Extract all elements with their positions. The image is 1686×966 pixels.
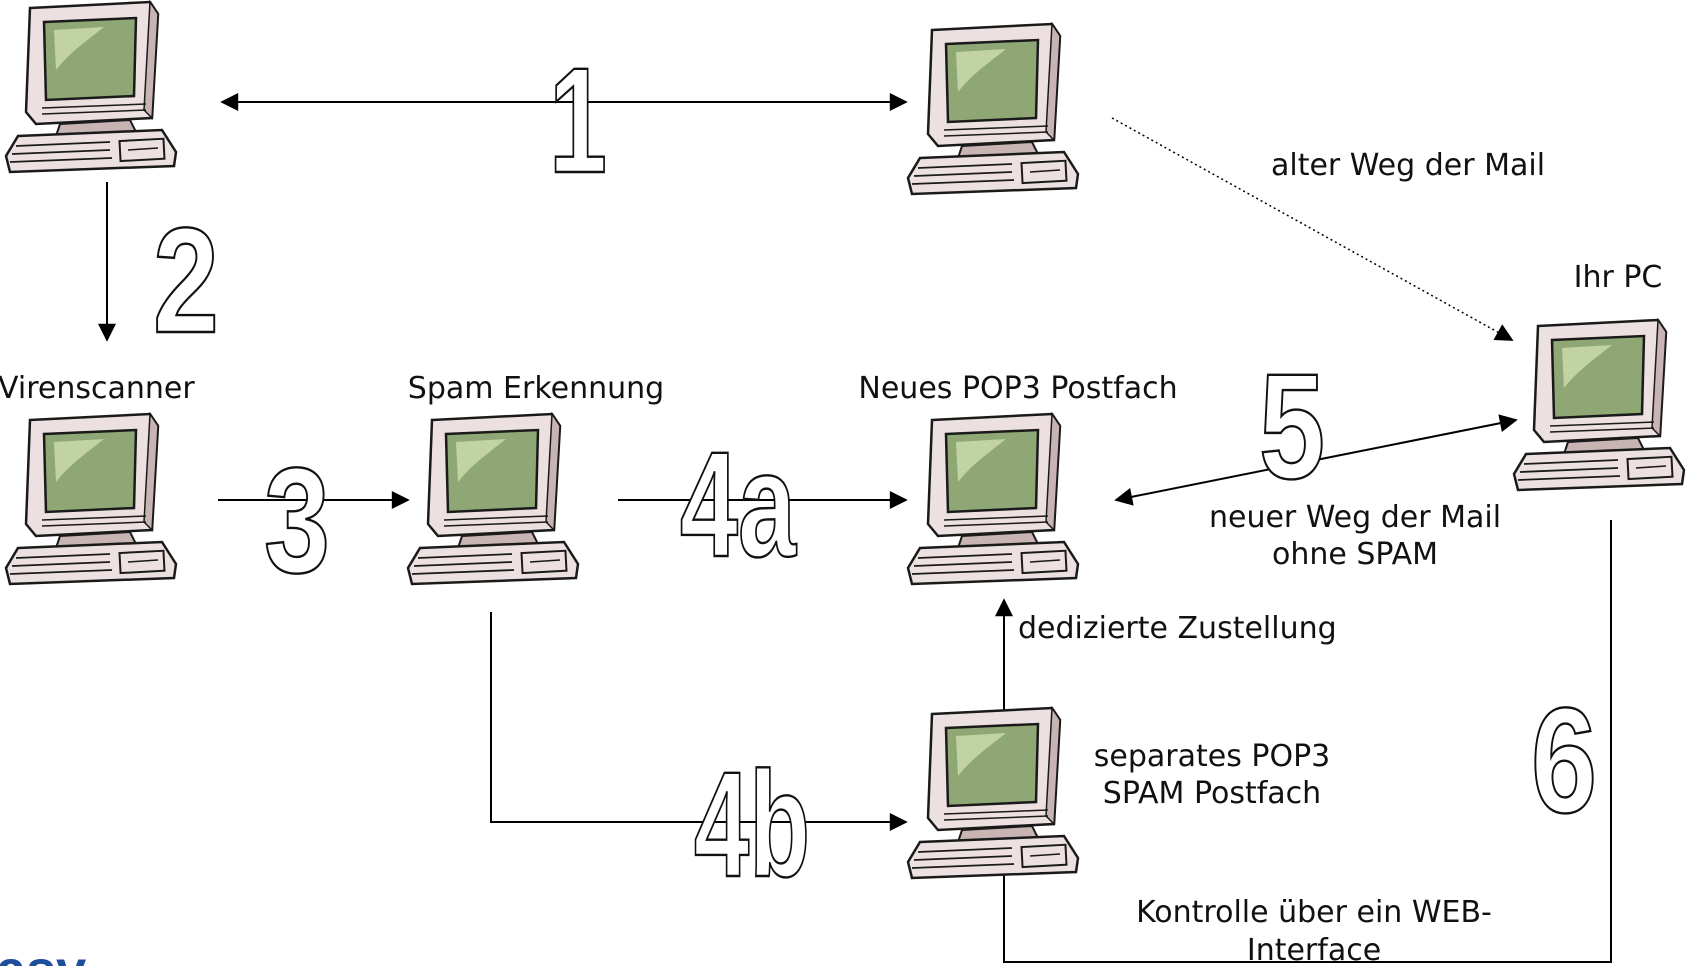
neuer-weg-label-line2: ohne SPAM	[1272, 537, 1438, 572]
computer-spam-erkennung-icon	[406, 412, 580, 586]
separates-pop3-label-line2: SPAM Postfach	[1103, 776, 1321, 811]
step-2-number: 2	[153, 196, 219, 364]
kontrolle-label-line2: Interface	[1247, 933, 1381, 966]
arrow-4b-connection	[490, 612, 908, 831]
separates-pop3-label-line1: separates POP3	[1094, 739, 1331, 774]
asv-logo: asv	[0, 940, 86, 966]
neues-pop3-label: Neues POP3 Postfach	[858, 371, 1177, 406]
computer-spam-postfach-icon	[906, 706, 1080, 880]
neuer-weg-label-line1: neuer Weg der Mail	[1209, 500, 1501, 535]
computer-top-center-icon	[906, 22, 1080, 196]
computer-virenscanner-icon	[4, 412, 178, 586]
dedizierte-zustellung-label: dedizierte Zustellung	[1018, 611, 1337, 646]
ihr-pc-label: Ihr PC	[1574, 260, 1663, 295]
computer-neues-pop3-icon	[906, 412, 1080, 586]
step-4b-number: 4b	[694, 740, 810, 908]
kontrolle-label-line1: Kontrolle über ein WEB-	[1136, 895, 1492, 930]
spam-erkennung-label: Spam Erkennung	[408, 371, 664, 406]
computer-ihr-pc-icon	[1512, 318, 1686, 492]
step-3-number: 3	[264, 436, 330, 604]
alter-weg-label: alter Weg der Mail	[1271, 148, 1545, 183]
step-4a-number: 4a	[680, 420, 797, 588]
step-1-number: 1	[549, 36, 607, 204]
virenscanner-label: Virenscanner	[0, 371, 195, 406]
arrow-5-connection	[1114, 414, 1518, 506]
old-mail-path-dotted	[1111, 117, 1514, 341]
step-5-number: 5	[1259, 342, 1325, 510]
computer-top-left-icon	[4, 0, 178, 174]
step-6-number: 6	[1531, 676, 1597, 844]
